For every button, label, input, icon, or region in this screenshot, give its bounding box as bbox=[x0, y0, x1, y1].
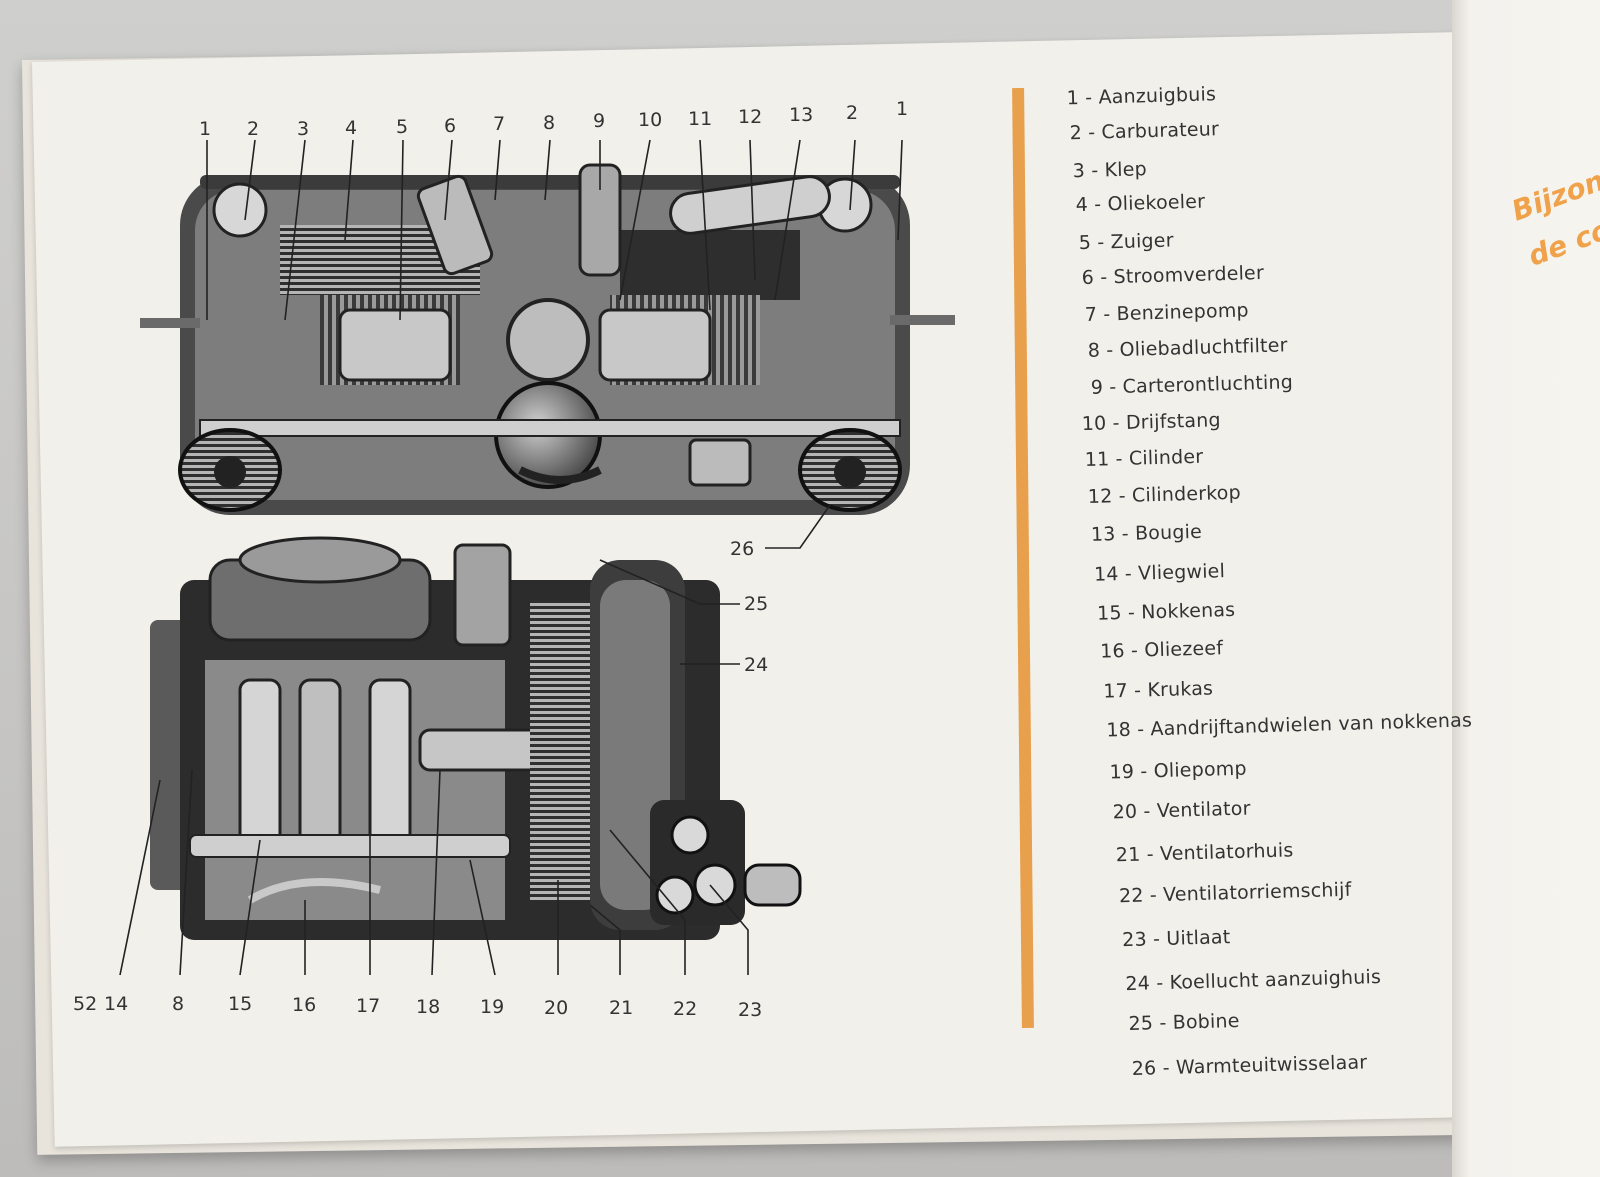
legend-item: 7 - Benzinepomp bbox=[1084, 299, 1250, 326]
legend-item: 16 - Oliezeef bbox=[1099, 637, 1224, 663]
leader-lines bbox=[119, 139, 903, 976]
engine-illustration bbox=[119, 139, 955, 976]
callout-top-8: 8 bbox=[543, 112, 556, 134]
callout-bottom-17: 17 bbox=[356, 995, 381, 1017]
legend-item: 20 - Ventilator bbox=[1112, 797, 1251, 824]
callout-top-15: 1 bbox=[896, 98, 909, 120]
engine-top-view bbox=[140, 163, 955, 515]
legend-item: 12 - Cilinderkop bbox=[1087, 481, 1242, 508]
legend-item: 18 - Aandrijftandwielen van nokkenas bbox=[1106, 709, 1473, 742]
legend-item: 11 - Cilinder bbox=[1084, 445, 1204, 472]
callout-top-9: 9 bbox=[593, 110, 606, 132]
legend-item: 4 - Oliekoeler bbox=[1075, 190, 1206, 217]
callout-top-10: 10 bbox=[638, 109, 663, 131]
callout-bottom-15: 15 bbox=[228, 993, 253, 1015]
callout-top-14: 2 bbox=[846, 102, 859, 124]
callout-bottom-19: 19 bbox=[480, 996, 505, 1018]
callout-bottom-14: 14 bbox=[104, 993, 129, 1015]
callout-top-1: 1 bbox=[199, 118, 212, 140]
callout-bottom-22: 22 bbox=[673, 998, 698, 1020]
legend-item: 25 - Bobine bbox=[1128, 1009, 1240, 1036]
right-page bbox=[1452, 0, 1600, 1177]
legend-item: 1 - Aanzuigbuis bbox=[1066, 83, 1217, 110]
callout-top-3: 3 bbox=[297, 118, 310, 140]
callout-bottom-16: 16 bbox=[292, 994, 317, 1016]
legend-item: 10 - Drijfstang bbox=[1081, 409, 1221, 436]
legend-item: 21 - Ventilatorhuis bbox=[1115, 839, 1294, 867]
callout-top-7: 7 bbox=[493, 113, 506, 135]
legend-item: 2 - Carburateur bbox=[1069, 118, 1220, 145]
legend-item: 5 - Zuiger bbox=[1078, 229, 1174, 255]
legend-item: 8 - Oliebadluchtfilter bbox=[1087, 334, 1288, 362]
callout-side-26: 26 bbox=[730, 538, 755, 560]
legend-item: 24 - Koellucht aanzuighuis bbox=[1125, 965, 1382, 996]
legend-item: 15 - Nokkenas bbox=[1096, 598, 1236, 625]
callout-top-2: 2 bbox=[247, 118, 260, 140]
callout-side-25: 25 bbox=[744, 593, 769, 615]
legend-item: 13 - Bougie bbox=[1090, 520, 1203, 546]
callout-top-11: 11 bbox=[688, 108, 713, 130]
parts-legend: 1 - Aanzuigbuis 2 - Carburateur 3 - Klep… bbox=[1066, 61, 1507, 1080]
callout-bottom-23: 23 bbox=[738, 999, 763, 1021]
callout-top-6: 6 bbox=[444, 115, 457, 137]
legend-item: 23 - Uitlaat bbox=[1121, 926, 1231, 952]
callout-bottom-8: 8 bbox=[172, 993, 185, 1015]
legend-item: 14 - Vliegwiel bbox=[1093, 560, 1226, 586]
callout-top-13: 13 bbox=[789, 104, 814, 126]
page-number: 52 bbox=[73, 993, 98, 1015]
legend-item: 6 - Stroomverdeler bbox=[1081, 261, 1265, 290]
legend-item: 17 - Krukas bbox=[1103, 677, 1214, 703]
legend-item: 3 - Klep bbox=[1072, 158, 1148, 183]
callout-top-5: 5 bbox=[396, 116, 409, 138]
callout-bottom-18: 18 bbox=[416, 996, 441, 1018]
legend-item: 9 - Carterontluchting bbox=[1090, 371, 1294, 399]
callout-top-4: 4 bbox=[345, 117, 358, 139]
legend-item: 22 - Ventilatorriemschijf bbox=[1118, 878, 1352, 908]
callout-bottom-20: 20 bbox=[544, 997, 569, 1019]
engine-side-view bbox=[150, 536, 802, 940]
callout-side-24: 24 bbox=[744, 654, 769, 676]
callout-top-12: 12 bbox=[738, 106, 763, 128]
callout-bottom-21: 21 bbox=[609, 997, 634, 1019]
legend-item: 19 - Oliepomp bbox=[1109, 757, 1247, 784]
